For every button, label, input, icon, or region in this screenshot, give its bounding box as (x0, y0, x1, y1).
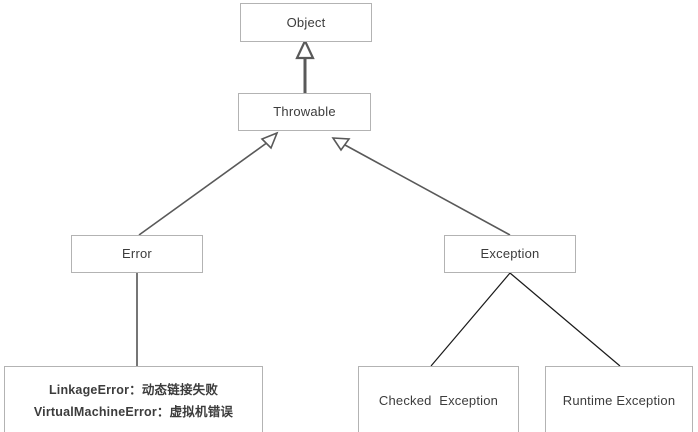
class-box-throwable[interactable]: Throwable (238, 93, 371, 131)
class-label-runtime-exception: Runtime Exception (562, 393, 676, 408)
class-box-checked-exception[interactable]: Checked Exception (358, 366, 519, 432)
class-label-exception: Exception (480, 246, 540, 261)
class-box-runtime-exception[interactable]: Runtime Exception (545, 366, 693, 432)
class-box-error[interactable]: Error (71, 235, 203, 273)
class-box-exception[interactable]: Exception (444, 235, 576, 273)
edge-exception-to-throwable (331, 137, 511, 236)
edge-exception-to-runtime (509, 272, 621, 367)
class-box-object[interactable]: Object (240, 3, 372, 42)
class-label-error: Error (122, 246, 152, 261)
class-label-throwable: Throwable (273, 104, 336, 119)
class-label-object: Object (286, 14, 326, 30)
error-subclass-virtualmachine-error: VirtualMachineError：虚拟机错误 (33, 405, 234, 419)
class-box-error-subclasses[interactable]: LinkageError：动态链接失败 VirtualMachineError：… (4, 366, 263, 432)
error-subclass-linkage-error: LinkageError：动态链接失败 (48, 383, 219, 397)
edge-error-to-throwable (138, 131, 279, 236)
edge-exception-to-checked (430, 272, 511, 367)
edge-throwable-to-object (295, 38, 315, 93)
class-label-checked-exception: Checked Exception (378, 393, 499, 408)
